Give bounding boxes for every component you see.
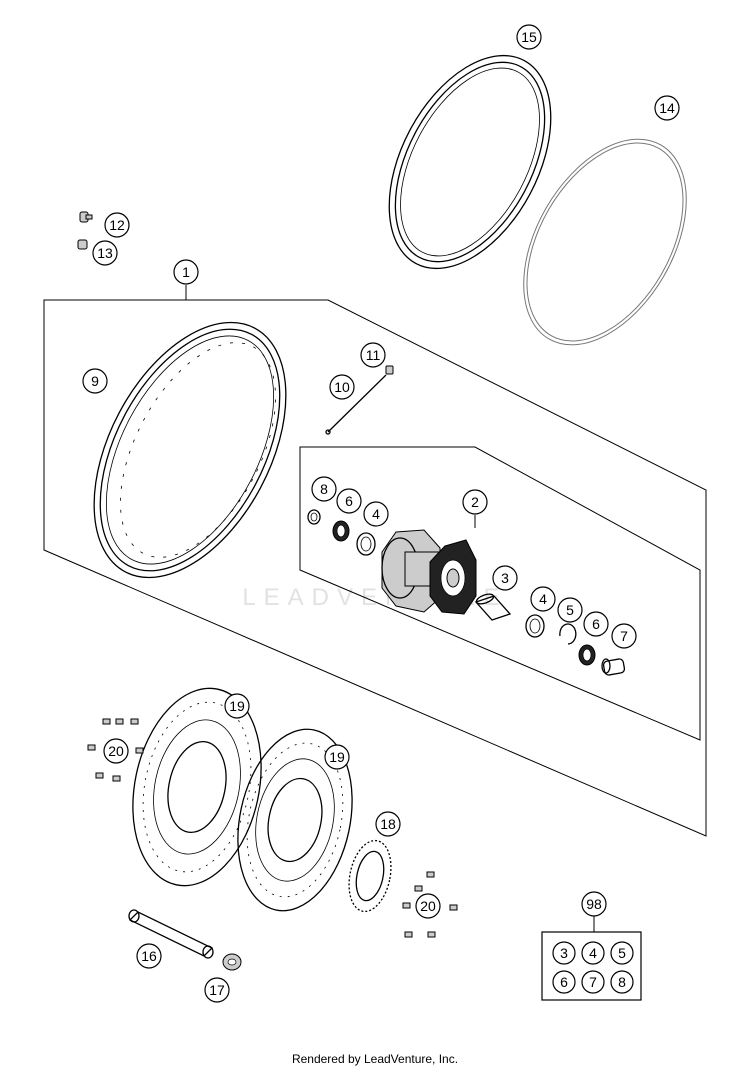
callout-2: 2 xyxy=(462,489,488,515)
callout-11: 11 xyxy=(360,342,386,368)
callout-15: 15 xyxy=(516,24,542,50)
svg-text:8: 8 xyxy=(320,481,328,497)
kit-item-5: 5 xyxy=(610,941,634,965)
seal-6-left xyxy=(332,520,350,542)
circlip-5 xyxy=(559,623,577,645)
callout-6-right: 6 xyxy=(583,611,609,637)
svg-text:20: 20 xyxy=(420,898,436,914)
bushing-8 xyxy=(307,509,321,525)
rim-9 xyxy=(93,321,287,579)
svg-text:15: 15 xyxy=(521,29,537,45)
axle-16 xyxy=(128,909,214,959)
svg-text:1: 1 xyxy=(182,264,190,280)
svg-text:16: 16 xyxy=(141,948,157,964)
svg-text:11: 11 xyxy=(366,347,381,363)
callout-98: 98 xyxy=(581,891,607,917)
spacer-7 xyxy=(601,658,626,676)
hub-subframe xyxy=(299,446,701,741)
kit-item-4: 4 xyxy=(581,941,605,965)
callout-8: 8 xyxy=(311,476,337,502)
kit-item-6: 6 xyxy=(552,970,576,994)
svg-text:6: 6 xyxy=(560,974,568,990)
svg-text:17: 17 xyxy=(209,982,225,998)
bearing-4-right xyxy=(525,614,545,638)
callout-16: 16 xyxy=(136,943,162,969)
brake-disc-19-right xyxy=(237,728,353,912)
bolts-20-left xyxy=(87,718,144,782)
nipple-11 xyxy=(385,365,394,375)
callout-7: 7 xyxy=(611,623,637,649)
svg-text:98: 98 xyxy=(586,896,602,912)
callout-20-left: 20 xyxy=(103,738,129,764)
kit-item-3: 3 xyxy=(552,941,576,965)
svg-text:14: 14 xyxy=(659,100,675,116)
valve-nut-13 xyxy=(77,239,88,250)
svg-text:8: 8 xyxy=(618,974,626,990)
svg-text:7: 7 xyxy=(589,974,597,990)
svg-text:12: 12 xyxy=(109,217,125,233)
svg-text:2: 2 xyxy=(471,494,479,510)
axle-nut-17 xyxy=(222,953,242,971)
kit-item-8: 8 xyxy=(610,970,634,994)
callout-17: 17 xyxy=(204,977,230,1003)
kit-item-7: 7 xyxy=(581,970,605,994)
svg-text:3: 3 xyxy=(560,945,568,961)
callout-5: 5 xyxy=(557,597,583,623)
spoke-10 xyxy=(325,374,387,435)
valve-12 xyxy=(79,211,93,223)
callout-18: 18 xyxy=(375,811,401,837)
svg-text:18: 18 xyxy=(380,816,396,832)
hub-2 xyxy=(381,529,477,615)
callout-13: 13 xyxy=(92,240,118,266)
svg-text:3: 3 xyxy=(501,570,509,586)
svg-text:4: 4 xyxy=(589,945,597,961)
callout-12: 12 xyxy=(104,212,130,238)
callout-4-left: 4 xyxy=(363,501,389,527)
svg-text:6: 6 xyxy=(345,493,353,509)
sleeve-3 xyxy=(474,593,512,621)
callout-9: 9 xyxy=(82,368,108,394)
callout-20-right: 20 xyxy=(415,893,441,919)
seal-6-right xyxy=(578,644,596,666)
callout-10: 10 xyxy=(329,374,355,400)
callout-1: 1 xyxy=(173,259,199,285)
callout-19-right: 19 xyxy=(324,744,350,770)
callout-6-left: 6 xyxy=(336,488,362,514)
tire-band-15 xyxy=(388,54,552,270)
footer-credit: Rendered by LeadVenture, Inc. xyxy=(291,1052,459,1066)
svg-text:9: 9 xyxy=(91,373,99,389)
callout-4-right: 4 xyxy=(530,586,556,612)
svg-text:20: 20 xyxy=(108,743,124,759)
svg-text:19: 19 xyxy=(229,698,245,714)
brake-disc-19-left xyxy=(132,687,262,887)
bolts-20-right xyxy=(402,871,458,938)
svg-text:6: 6 xyxy=(592,616,600,632)
tone-ring-18 xyxy=(348,839,392,913)
callout-3: 3 xyxy=(492,565,518,591)
rim-ring-14 xyxy=(523,138,687,346)
bearing-4-left xyxy=(356,532,376,556)
svg-text:13: 13 xyxy=(97,245,113,261)
svg-text:7: 7 xyxy=(620,628,628,644)
svg-text:4: 4 xyxy=(539,591,547,607)
callout-14: 14 xyxy=(654,95,680,121)
assembly-frame xyxy=(43,299,707,837)
svg-text:4: 4 xyxy=(372,506,380,522)
svg-text:19: 19 xyxy=(329,749,345,765)
callout-19-left: 19 xyxy=(224,693,250,719)
svg-text:5: 5 xyxy=(618,945,626,961)
svg-text:10: 10 xyxy=(334,379,350,395)
svg-text:5: 5 xyxy=(566,602,574,618)
